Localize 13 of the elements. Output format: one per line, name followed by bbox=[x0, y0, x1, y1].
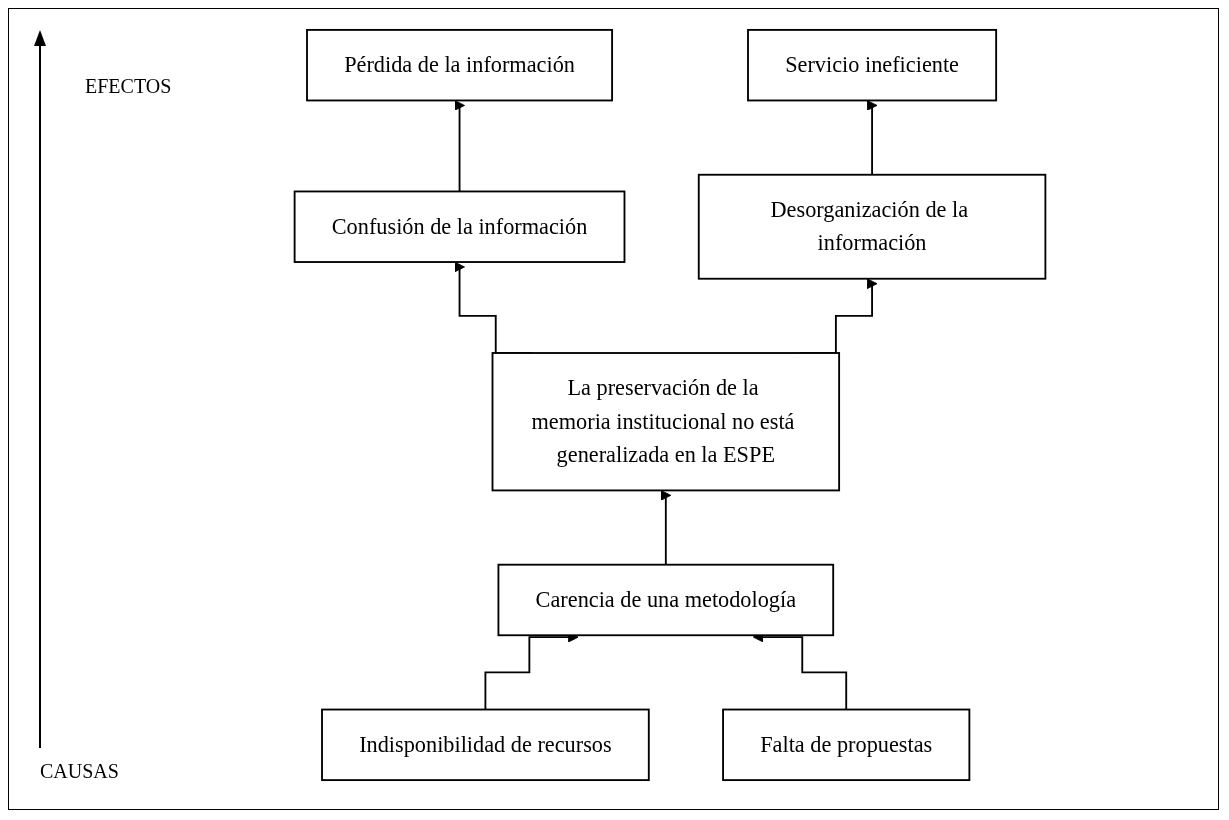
axis-label: EFECTOS bbox=[85, 75, 172, 98]
arrow bbox=[660, 489, 672, 566]
node-box: Pérdida de la información bbox=[306, 28, 613, 102]
axis-label: CAUSAS bbox=[40, 760, 119, 783]
arrow bbox=[866, 99, 878, 176]
node-box: Indisponibilidad de recursos bbox=[321, 708, 650, 782]
node-box: Carencia de una metodología bbox=[497, 563, 835, 637]
node-box: Confusión de la información bbox=[293, 190, 626, 263]
node-box: La preservación de la memoria institucional no está generalizada en la ESPE bbox=[491, 352, 841, 492]
node-box: Falta de propuestas bbox=[722, 708, 971, 782]
arrow bbox=[454, 99, 465, 193]
node-box: Desorganización de la información bbox=[697, 173, 1047, 280]
node-box: Servicio ineficiente bbox=[747, 28, 998, 102]
